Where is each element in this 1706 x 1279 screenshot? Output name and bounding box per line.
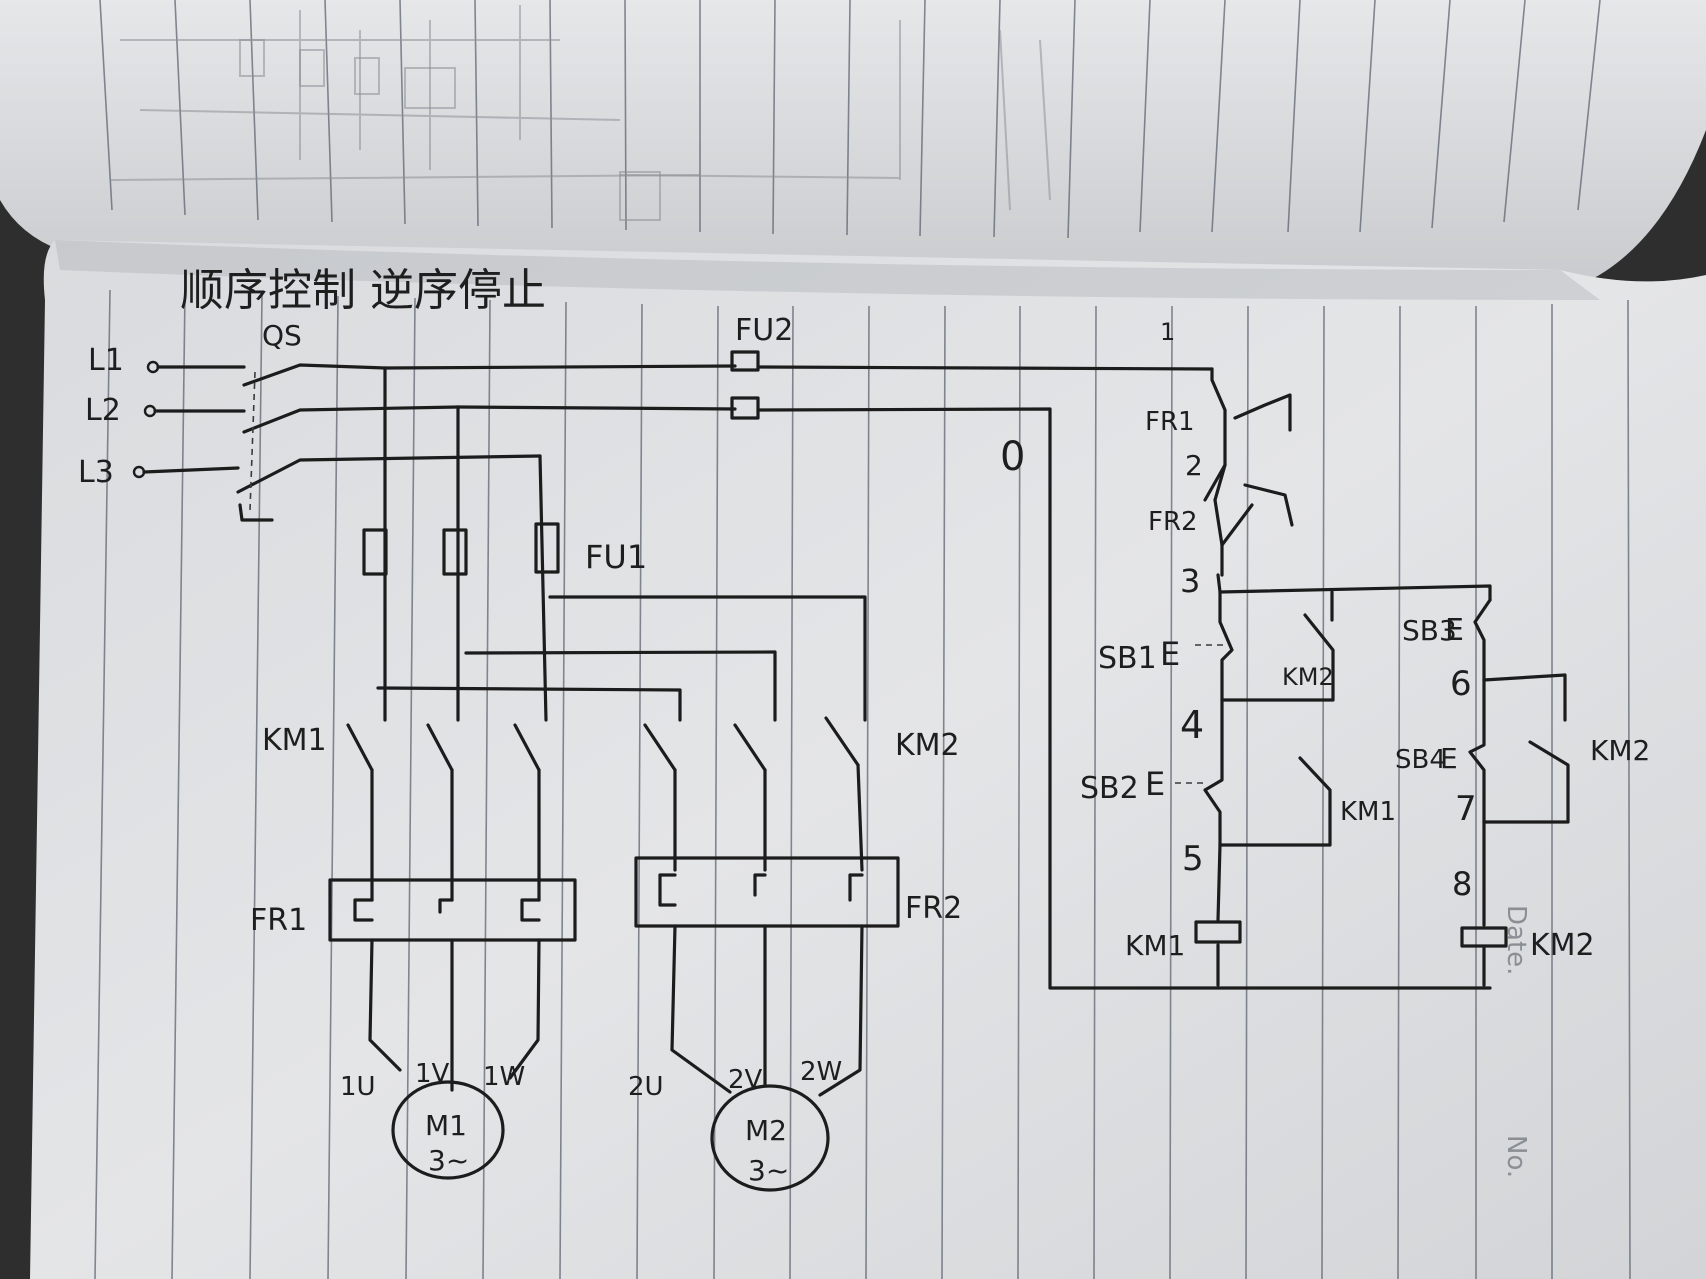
label-fr1-contact: FR1 — [1145, 407, 1195, 437]
sb3-mark: E — [1445, 613, 1464, 648]
notebook-ruled-lines — [94, 289, 1631, 1279]
label-sb1: SB1 — [1098, 641, 1157, 676]
node-7: 7 — [1455, 789, 1477, 829]
sb2-mark: E — [1145, 765, 1165, 803]
km1-coil — [1194, 920, 1242, 944]
label-km2-aux-right: KM2 — [1590, 734, 1650, 767]
sb4-mark: E — [1440, 742, 1458, 775]
sb1-mark: E — [1160, 635, 1180, 673]
km2-coil — [1460, 926, 1508, 948]
label-l1: L1 — [88, 343, 124, 378]
node-1: 1 — [1160, 318, 1175, 346]
label-fu1: FU1 — [585, 538, 647, 576]
node-4: 4 — [1180, 703, 1204, 747]
motor-m1 — [391, 1080, 505, 1180]
bleed-through-drawing — [109, 5, 1051, 221]
fu2-fuse-top — [730, 350, 760, 372]
main-circuit — [132, 350, 1492, 1192]
label-sb2: SB2 — [1080, 771, 1139, 806]
label-2u: 2U — [628, 1072, 664, 1102]
label-sb4: SB4 — [1395, 745, 1446, 775]
label-1v: 1V — [415, 1059, 450, 1089]
node-5: 5 — [1182, 839, 1204, 879]
control-circuit — [1175, 367, 1570, 987]
fr2-thermal-relay — [634, 856, 900, 928]
label-fr2-main: FR2 — [905, 891, 962, 926]
fu1-fuse-3 — [534, 522, 560, 574]
label-km2-main: KM2 — [895, 728, 960, 763]
label-fr1-main: FR1 — [250, 903, 307, 938]
motor-m2-name: M2 — [745, 1114, 787, 1147]
label-qs: QS — [262, 319, 302, 352]
label-km2-aux: KM2 — [1282, 663, 1334, 691]
label-fr2-contact: FR2 — [1148, 507, 1198, 537]
motor-m2 — [710, 1084, 830, 1192]
notebook-no-label: No. — [1501, 1135, 1531, 1178]
label-km1-aux: KM1 — [1340, 797, 1396, 827]
motor-m2-phase: 3~ — [748, 1154, 789, 1187]
motor-m1-name: M1 — [425, 1109, 467, 1142]
fu1-fuse-1 — [362, 528, 388, 576]
label-l3: L3 — [78, 455, 114, 490]
label-2w: 2W — [800, 1057, 842, 1087]
label-km2-coil: KM2 — [1530, 928, 1595, 963]
label-km1-main: KM1 — [262, 723, 327, 758]
page-curl-shadow — [55, 240, 1600, 300]
node-6: 6 — [1450, 664, 1472, 704]
notebook-date-label: Date. — [1501, 905, 1531, 975]
motor-m1-phase: 3~ — [428, 1144, 469, 1177]
previous-page — [0, 0, 1706, 285]
node-2: 2 — [1185, 449, 1203, 482]
fu2-fuse-bottom — [730, 396, 760, 420]
label-1w: 1W — [483, 1062, 525, 1092]
label-fu2: FU2 — [735, 313, 793, 348]
node-0: 0 — [1000, 434, 1025, 480]
fu1-fuse-2 — [442, 528, 468, 576]
node-8: 8 — [1452, 865, 1472, 903]
previous-page-rules — [99, 0, 1601, 239]
label-sb3: SB3 — [1402, 614, 1457, 647]
node-3: 3 — [1180, 562, 1200, 600]
diagram-title: 顺序控制 逆序停止 — [180, 265, 546, 316]
label-l2: L2 — [85, 393, 121, 428]
label-km1-coil: KM1 — [1125, 929, 1185, 962]
label-2v: 2V — [728, 1065, 763, 1095]
label-1u: 1U — [340, 1072, 376, 1102]
